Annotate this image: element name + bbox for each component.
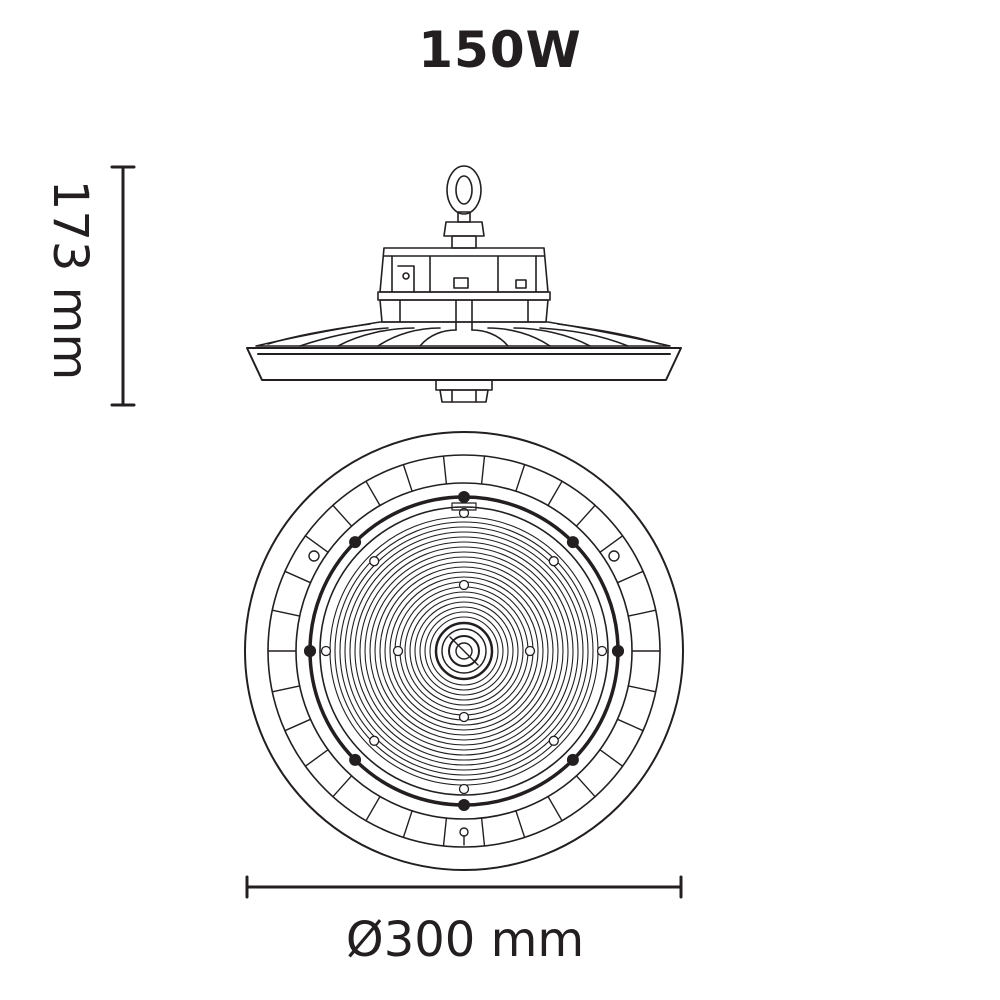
lens-dot xyxy=(458,711,470,723)
fin-divider xyxy=(616,718,644,732)
fin-divider xyxy=(332,504,353,527)
mount-screws xyxy=(304,491,624,811)
lens-dot xyxy=(458,579,470,591)
eye-bolt xyxy=(443,165,485,249)
fin-divider xyxy=(365,795,381,822)
screw xyxy=(458,799,470,811)
fin-divider xyxy=(627,685,657,693)
fin-divider xyxy=(271,685,301,693)
lens-ring xyxy=(414,601,514,701)
screw xyxy=(304,645,316,657)
lens-ring xyxy=(369,556,559,746)
fin-divider xyxy=(365,480,381,507)
screw xyxy=(349,536,362,549)
driver-housing xyxy=(377,247,551,331)
lens-ring xyxy=(404,591,524,711)
rim-tab-left xyxy=(308,550,320,562)
screw xyxy=(566,753,579,766)
fin-divider xyxy=(480,455,486,485)
lens-dot xyxy=(369,556,380,567)
fin-divider xyxy=(547,795,563,822)
fin-divider xyxy=(627,609,657,617)
lens-dot xyxy=(320,645,332,657)
fin-divider xyxy=(599,749,624,767)
fin-dividers xyxy=(267,455,661,847)
fin-divider xyxy=(402,463,413,492)
fin-divider xyxy=(442,817,448,847)
lens-ring xyxy=(429,616,499,686)
screw xyxy=(566,536,579,549)
lens-dot xyxy=(369,735,380,746)
lamp-rim xyxy=(246,347,682,381)
fin-divider xyxy=(332,775,353,798)
heat-sink xyxy=(255,321,671,347)
fin-divider xyxy=(547,480,563,507)
fin-divider xyxy=(515,463,526,492)
screw xyxy=(612,645,624,657)
lens-ring xyxy=(389,576,539,726)
screw xyxy=(458,491,470,503)
bottom-connector xyxy=(435,379,493,403)
label-plate xyxy=(451,502,477,511)
lens-ring xyxy=(354,541,574,761)
rim-tab-bottom xyxy=(459,827,469,846)
fin-divider xyxy=(515,810,526,839)
diameter-dimension-line xyxy=(245,875,683,899)
lens-dot xyxy=(596,645,608,657)
lens-ring xyxy=(419,606,509,696)
lens-ring xyxy=(339,526,589,776)
lens-ring xyxy=(344,531,584,771)
rim-tab-right xyxy=(608,550,620,562)
lens-ring xyxy=(384,571,544,731)
fin-divider xyxy=(271,609,301,617)
height-dimension-line xyxy=(110,165,136,407)
fin-divider xyxy=(599,535,624,553)
lens-dot xyxy=(392,645,404,657)
lens-housing-inner xyxy=(319,506,609,796)
screw xyxy=(349,753,362,766)
lens-ring xyxy=(349,536,579,766)
lens-dot xyxy=(548,735,559,746)
lens-dot xyxy=(458,783,470,795)
lens-dot xyxy=(524,645,536,657)
outer-rim xyxy=(244,431,684,871)
lens-ring xyxy=(409,596,519,706)
fin-divider xyxy=(284,570,312,584)
lens-ring xyxy=(359,546,569,756)
fin-divider xyxy=(575,775,596,798)
wattage-title: 150W xyxy=(418,21,582,79)
center-sensor xyxy=(434,621,494,681)
side-view xyxy=(246,165,682,403)
fin-divider xyxy=(442,455,448,485)
lens-ring xyxy=(379,566,549,736)
fin-divider xyxy=(575,504,596,527)
fin-divider xyxy=(304,535,329,553)
diameter-dimension-label: Ø300 mm xyxy=(345,912,585,968)
fin-divider xyxy=(284,718,312,732)
fin-divider xyxy=(616,570,644,584)
lens-ring xyxy=(334,521,594,781)
lens-ring xyxy=(364,551,564,751)
lens-dot xyxy=(548,556,559,567)
fin-divider xyxy=(480,817,486,847)
bottom-view xyxy=(244,431,684,871)
lens-ring xyxy=(374,561,554,741)
fin-divider xyxy=(304,749,329,767)
lens-ring xyxy=(424,611,504,691)
lens-dots xyxy=(320,507,608,795)
fin-divider xyxy=(402,810,413,839)
lens-dot xyxy=(458,507,470,519)
